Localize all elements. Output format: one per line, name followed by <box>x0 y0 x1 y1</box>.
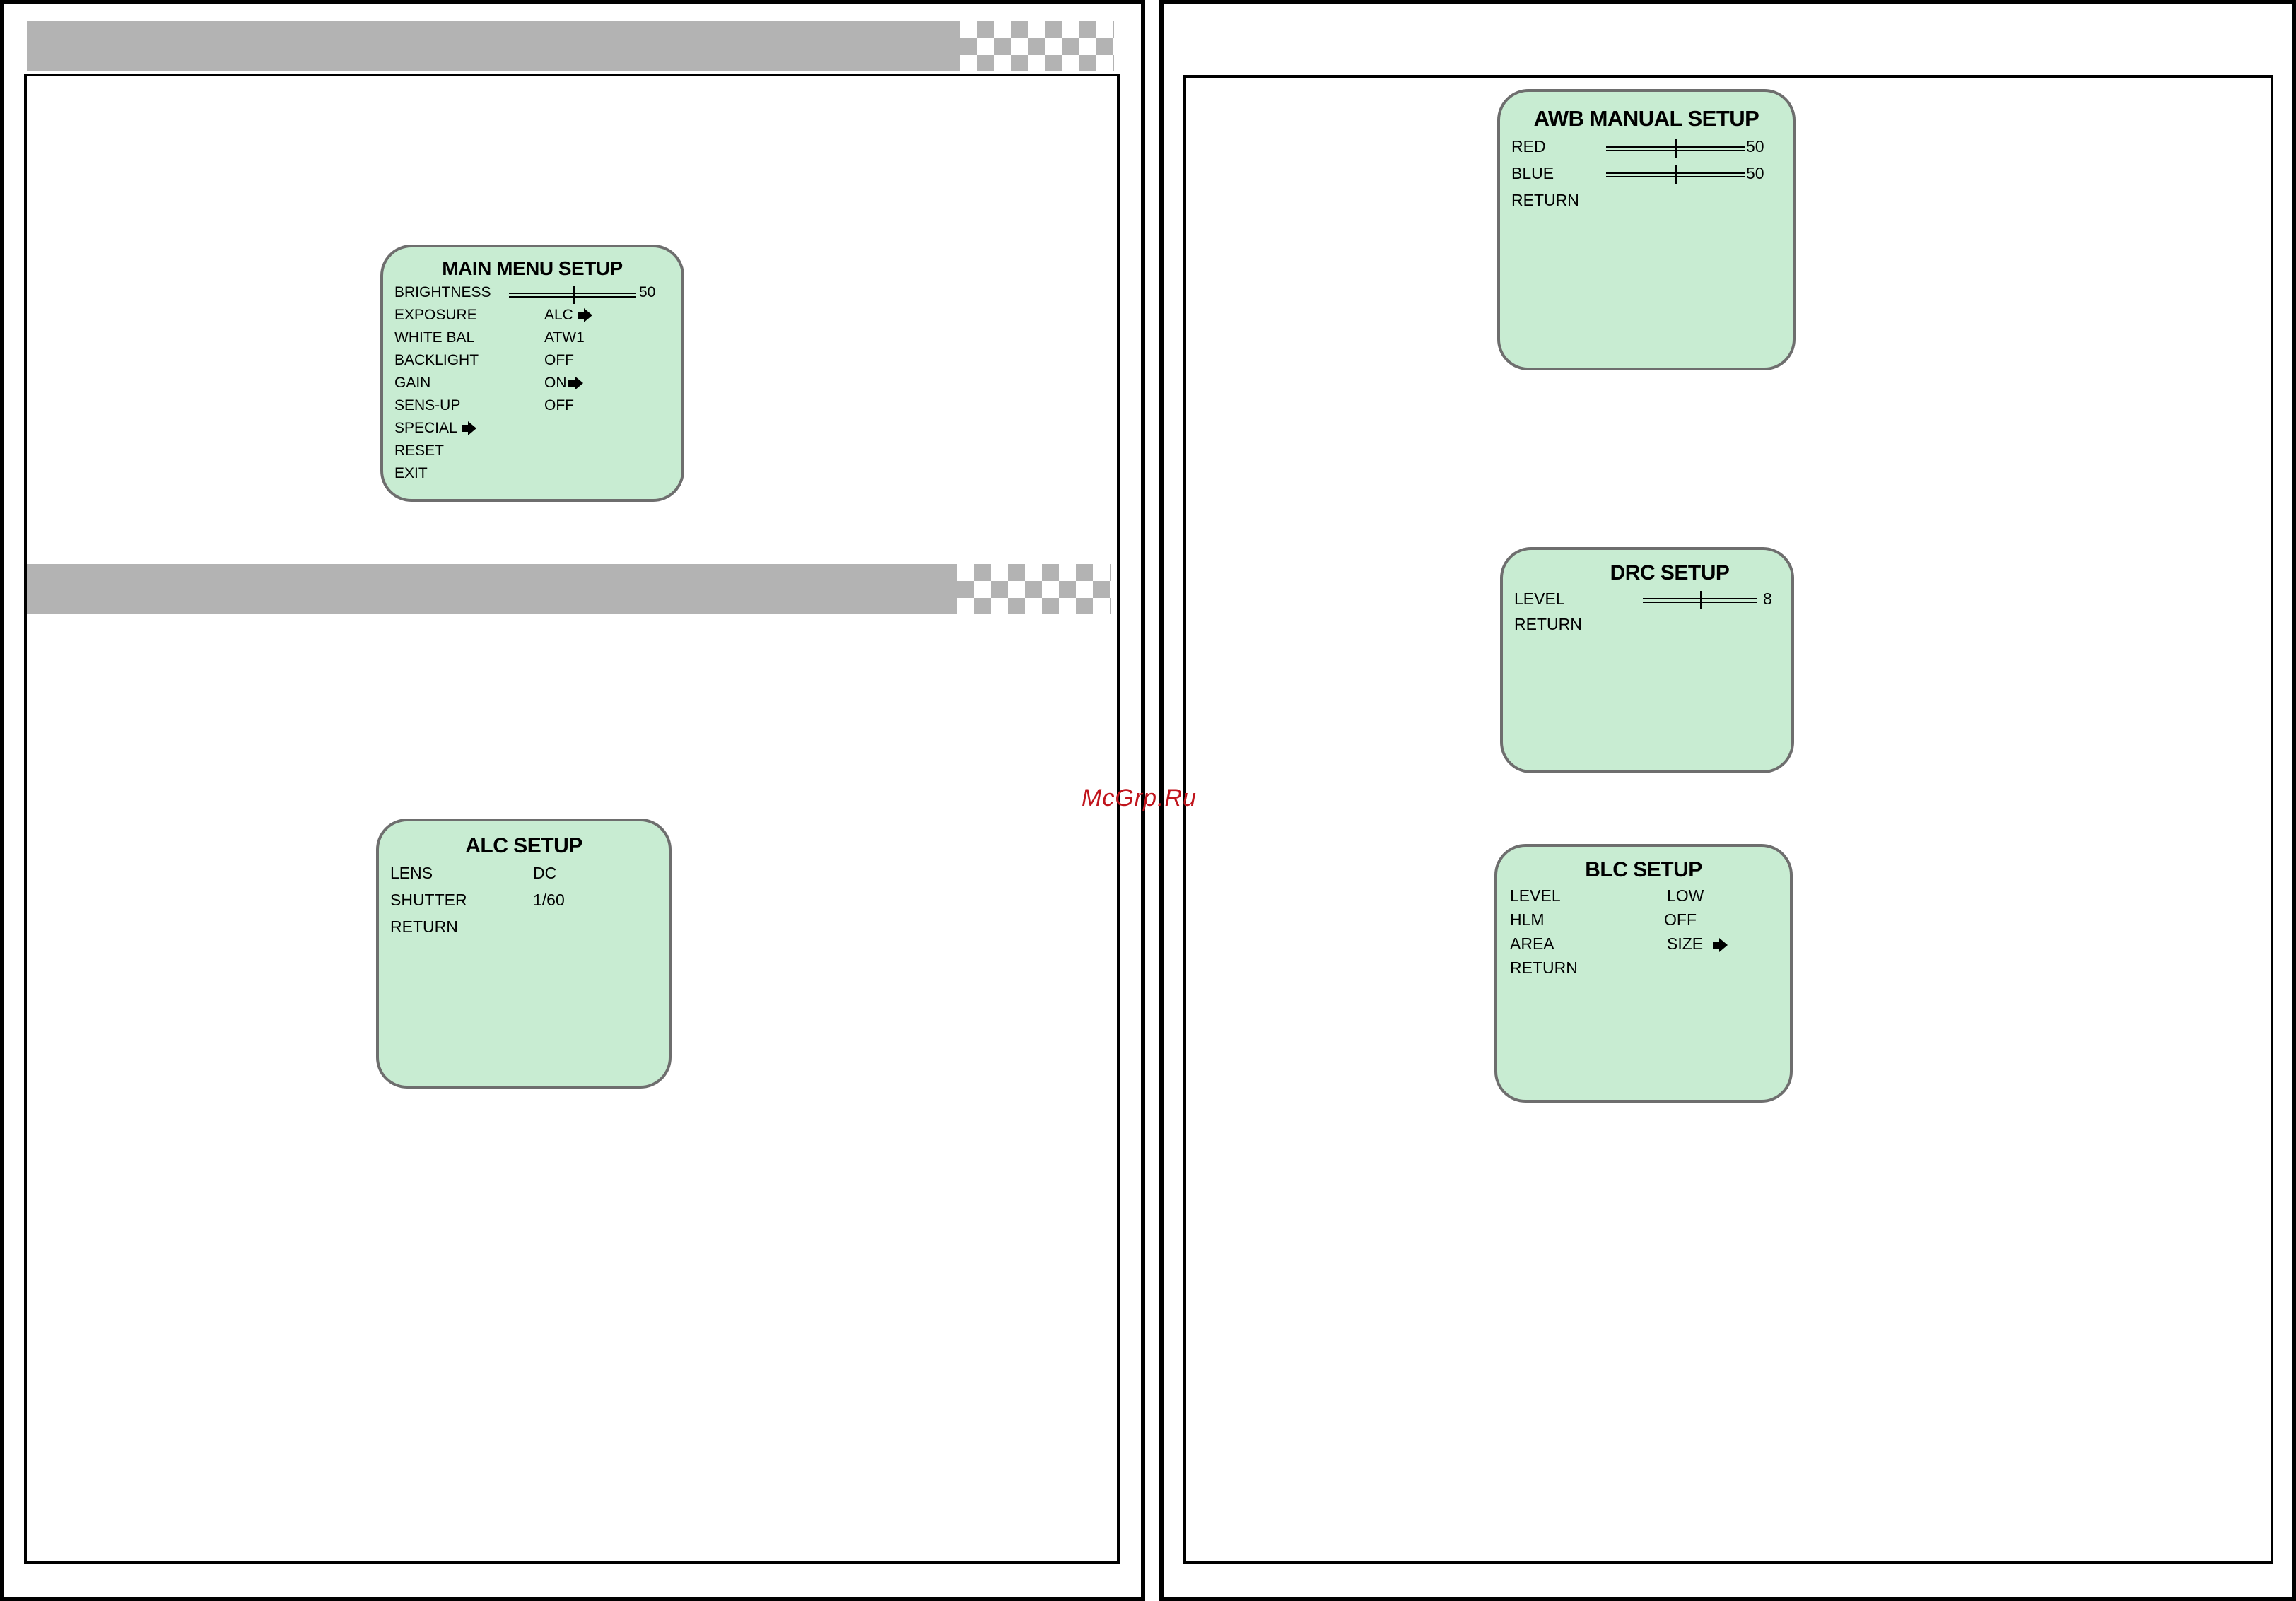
menu-item-return[interactable]: RETURN <box>1514 615 1582 634</box>
arrow-right-icon <box>1713 938 1728 952</box>
menu-item-exposure[interactable]: EXPOSURE <box>394 307 477 324</box>
slider-thumb <box>1700 591 1702 609</box>
menu-item-backlight[interactable]: BACKLIGHT <box>394 352 479 369</box>
blc-level-value: LOW <box>1667 886 1704 905</box>
arrow-right-icon <box>578 308 593 322</box>
menu-item-brightness[interactable]: BRIGHTNESS <box>394 284 491 301</box>
blue-slider[interactable] <box>1606 171 1745 178</box>
menu-item-exit[interactable]: EXIT <box>394 465 428 482</box>
header-band-top <box>27 21 960 71</box>
menu-item-shutter[interactable]: SHUTTER <box>390 891 467 910</box>
backlight-value: OFF <box>544 352 574 369</box>
drc-setup-osd: DRC SETUP LEVEL 8 RETURN <box>1500 547 1794 773</box>
menu-item-special[interactable]: SPECIAL <box>394 420 477 437</box>
slider-thumb <box>1675 139 1677 158</box>
arrow-right-icon <box>568 376 584 390</box>
menu-item-lens[interactable]: LENS <box>390 864 433 883</box>
osd-title: BLC SETUP <box>1497 858 1790 882</box>
blc-setup-osd: BLC SETUP LEVEL LOW HLM OFF AREA SIZE RE… <box>1494 844 1793 1103</box>
blue-value: 50 <box>1746 164 1764 183</box>
exposure-value[interactable]: ALC <box>544 307 593 324</box>
menu-item-white-bal[interactable]: WHITE BAL <box>394 329 474 346</box>
brightness-value: 50 <box>639 284 655 301</box>
drc-level-slider[interactable] <box>1643 597 1757 604</box>
osd-title: ALC SETUP <box>379 834 669 858</box>
shutter-value: 1/60 <box>533 891 565 910</box>
exposure-value-text: ALC <box>544 307 573 323</box>
osd-title: MAIN MENU SETUP <box>383 257 681 280</box>
menu-item-area[interactable]: AREA <box>1510 934 1554 954</box>
area-value-text: SIZE <box>1667 934 1703 953</box>
menu-item-return[interactable]: RETURN <box>1511 191 1579 210</box>
header-band-top-checker <box>960 21 1114 71</box>
white-bal-value: ATW1 <box>544 329 585 346</box>
menu-item-hlm[interactable]: HLM <box>1510 910 1545 929</box>
osd-title: DRC SETUP <box>1503 561 1791 585</box>
red-slider[interactable] <box>1606 145 1745 152</box>
gain-value-text: ON <box>544 375 567 391</box>
menu-item-red[interactable]: RED <box>1511 137 1546 156</box>
red-value: 50 <box>1746 137 1764 156</box>
brightness-slider[interactable] <box>509 291 636 298</box>
main-menu-setup-osd: MAIN MENU SETUP BRIGHTNESS 50 EXPOSURE A… <box>380 245 684 502</box>
header-band-middle-checker <box>957 564 1111 614</box>
lens-value: DC <box>533 864 556 883</box>
menu-item-reset[interactable]: RESET <box>394 442 444 459</box>
slider-thumb <box>573 286 575 304</box>
menu-item-level[interactable]: LEVEL <box>1510 886 1561 905</box>
sens-up-value: OFF <box>544 397 574 414</box>
area-value[interactable]: SIZE <box>1667 934 1728 954</box>
watermark: McGrp.Ru <box>1082 785 1197 812</box>
arrow-right-icon <box>462 421 477 435</box>
awb-manual-setup-osd: AWB MANUAL SETUP RED 50 BLUE 50 RETURN <box>1497 89 1796 370</box>
special-label: SPECIAL <box>394 420 457 436</box>
menu-item-return[interactable]: RETURN <box>1510 958 1578 978</box>
alc-setup-osd: ALC SETUP LENS DC SHUTTER 1/60 RETURN <box>376 819 672 1089</box>
menu-item-return[interactable]: RETURN <box>390 917 458 937</box>
header-band-middle <box>27 564 957 614</box>
menu-item-level[interactable]: LEVEL <box>1514 590 1565 609</box>
gain-value[interactable]: ON <box>544 375 584 392</box>
drc-level-value: 8 <box>1763 590 1772 609</box>
menu-item-blue[interactable]: BLUE <box>1511 164 1554 183</box>
hlm-value: OFF <box>1664 910 1697 929</box>
slider-thumb <box>1675 165 1677 184</box>
osd-title: AWB MANUAL SETUP <box>1500 106 1793 131</box>
menu-item-sens-up[interactable]: SENS-UP <box>394 397 460 414</box>
menu-item-gain[interactable]: GAIN <box>394 375 430 392</box>
